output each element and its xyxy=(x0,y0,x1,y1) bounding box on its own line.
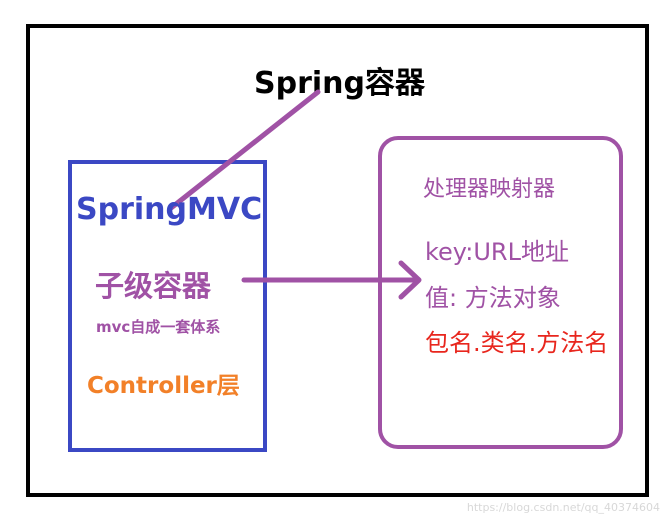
parent-child-connector xyxy=(168,89,321,211)
springmvc-box xyxy=(68,160,267,452)
key-line: key:URL地址 xyxy=(425,238,569,266)
spring-container-frame xyxy=(26,24,649,497)
mvc-note: mvc自成一套体系 xyxy=(96,318,221,336)
child-container-label: 子级容器 xyxy=(95,269,212,303)
controller-layer-label: Controller层 xyxy=(87,373,240,399)
handler-mapping-heading: 处理器映射器 xyxy=(423,177,556,202)
handler-mapping-box xyxy=(378,136,623,449)
spring-container-title: Spring容器 xyxy=(254,66,425,101)
value-line: 值: 方法对象 xyxy=(425,284,561,312)
springmvc-heading: SpringMVC xyxy=(76,192,263,227)
watermark: https://blog.csdn.net/qq_40374604 xyxy=(466,501,660,514)
package-line: 包名.类名.方法名 xyxy=(425,329,609,357)
mapping-arrow-head xyxy=(398,260,422,300)
